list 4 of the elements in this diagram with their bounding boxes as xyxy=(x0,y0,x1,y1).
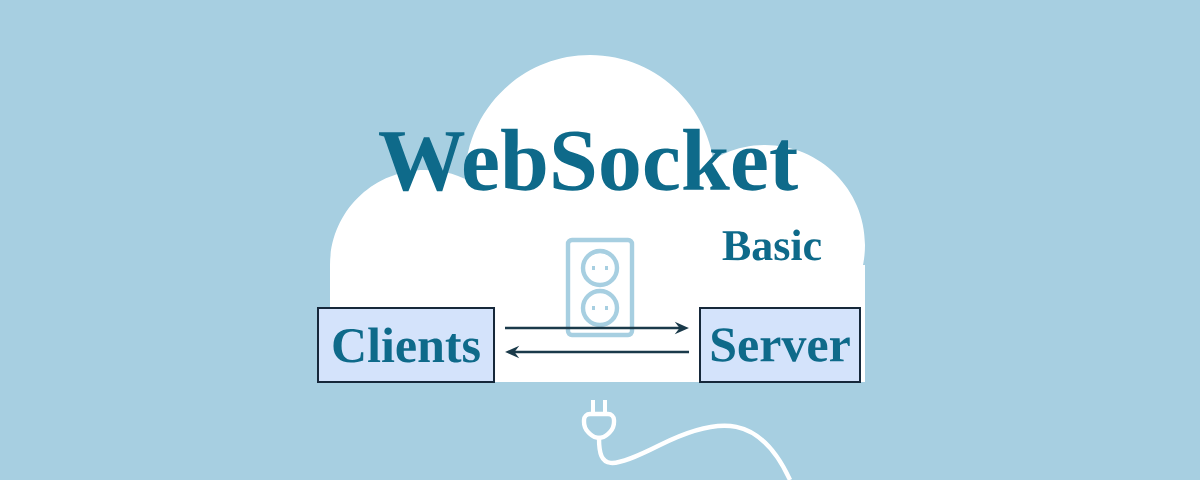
title: WebSocket xyxy=(379,128,798,192)
node-box: Server xyxy=(699,307,861,383)
subtitle: Basic xyxy=(722,229,822,261)
node-box: Clients xyxy=(317,307,495,383)
